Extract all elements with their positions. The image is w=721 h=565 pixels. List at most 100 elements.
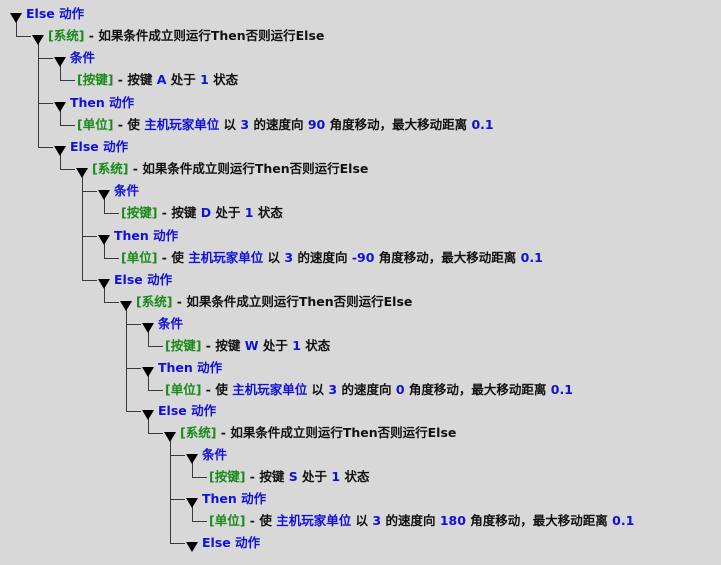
tree-node-else[interactable]: Else 动作 — [0, 534, 270, 552]
triangle-down-icon[interactable] — [76, 168, 88, 178]
triangle-down-icon[interactable] — [10, 13, 22, 23]
triangle-down-icon[interactable] — [54, 57, 66, 67]
key-param[interactable]: D — [200, 205, 212, 220]
tree-node-conditions[interactable]: 条件 — [0, 182, 160, 200]
tree-node-system-action[interactable]: [系统] - 如果条件成立则运行Then否则运行Else — [0, 424, 500, 442]
unit-param[interactable]: 主机玩家单位 — [188, 250, 264, 265]
state-param[interactable]: 1 — [331, 469, 341, 484]
node-label: Then 动作 — [114, 228, 179, 243]
category-tag: [系统] — [48, 28, 85, 43]
triangle-down-icon[interactable] — [186, 542, 198, 552]
key-param[interactable]: W — [244, 338, 259, 353]
tree-node-else[interactable]: Else 动作 — [0, 402, 230, 420]
triangle-down-icon[interactable] — [120, 301, 132, 311]
tree-line — [82, 280, 97, 281]
node-label: 条件 — [158, 316, 184, 331]
tree-node-unit-action[interactable]: [单位] - 使 主机玩家单位 以 3 的速度向 180 角度移动，最大移动距离… — [0, 512, 640, 530]
triangle-down-icon[interactable] — [142, 367, 154, 377]
speed-param[interactable]: 3 — [284, 250, 294, 265]
tree-node-system-action[interactable]: [系统] - 如果条件成立则运行Then否则运行Else — [0, 160, 420, 178]
text-segment: 的速度向 — [293, 250, 352, 265]
text-segment: 角度移动，最大移动距离 — [404, 382, 551, 397]
angle-param[interactable]: 0 — [395, 382, 405, 397]
text-segment: - 按键 — [157, 205, 201, 220]
category-tag: [按键] — [77, 72, 114, 87]
text-segment: 状态 — [340, 469, 370, 484]
tree-node-conditions[interactable]: 条件 — [0, 446, 240, 464]
distance-param[interactable]: 0.1 — [550, 382, 573, 397]
speed-param[interactable]: 3 — [240, 117, 250, 132]
state-param[interactable]: 1 — [200, 72, 209, 87]
triangle-down-icon[interactable] — [54, 102, 66, 112]
tree-node-unit-action[interactable]: [单位] - 使 主机玩家单位 以 3 的速度向 90 角度移动，最大移动距离 … — [0, 116, 494, 134]
tree-node-else[interactable]: Else 动作 — [0, 5, 110, 23]
tree-line — [126, 309, 127, 411]
triangle-down-icon[interactable] — [186, 498, 198, 508]
text-segment: 状态 — [208, 72, 239, 87]
action-text: - 如果条件成立则运行Then否则运行Else — [84, 28, 325, 43]
speed-param[interactable]: 3 — [372, 513, 382, 528]
distance-param[interactable]: 0.1 — [612, 513, 635, 528]
triangle-down-icon[interactable] — [164, 432, 176, 442]
tree-node-else[interactable]: Else 动作 — [0, 138, 150, 156]
tree-line — [60, 110, 61, 125]
triangle-down-icon[interactable] — [98, 190, 110, 200]
tree-node-then[interactable]: Then 动作 — [0, 359, 230, 377]
tree-node-then[interactable]: Then 动作 — [0, 94, 150, 112]
tree-line — [60, 169, 75, 170]
angle-param[interactable]: 180 — [439, 513, 466, 528]
distance-param[interactable]: 0.1 — [471, 117, 494, 132]
unit-param[interactable]: 主机玩家单位 — [144, 117, 220, 132]
tree-node-conditions[interactable]: 条件 — [0, 315, 200, 333]
text-segment: 以 — [219, 117, 241, 132]
node-label: 条件 — [70, 50, 96, 65]
text-segment: - 按键 — [201, 338, 245, 353]
triangle-down-icon[interactable] — [54, 146, 66, 156]
triangle-down-icon[interactable] — [186, 454, 198, 464]
triangle-down-icon[interactable] — [98, 235, 110, 245]
triangle-down-icon[interactable] — [98, 279, 110, 289]
triangle-down-icon[interactable] — [32, 35, 44, 45]
state-param[interactable]: 1 — [244, 205, 254, 220]
action-text: - 如果条件成立则运行Then否则运行Else — [128, 161, 369, 176]
tree-line — [82, 236, 97, 237]
tree-node-unit-action[interactable]: [单位] - 使 主机玩家单位 以 3 的速度向 0 角度移动，最大移动距离 0… — [0, 381, 573, 399]
tree-node-else[interactable]: Else 动作 — [0, 271, 190, 289]
node-text: [按键] - 按键 W 处于 1 状态 — [165, 337, 330, 355]
state-param[interactable]: 1 — [292, 338, 301, 353]
tree-line — [60, 80, 75, 81]
node-label: Else 动作 — [114, 272, 173, 287]
node-label: Else 动作 — [26, 6, 85, 21]
text-segment: - 使 — [245, 513, 277, 528]
tree-node-key-condition[interactable]: [按键] - 按键 D 处于 1 状态 — [0, 204, 300, 222]
tree-node-key-condition[interactable]: [按键] - 按键 W 处于 1 状态 — [0, 337, 340, 355]
text-segment: - 使 — [113, 117, 145, 132]
triangle-down-icon[interactable] — [142, 410, 154, 420]
text-segment: 状态 — [253, 205, 283, 220]
tree-node-system-action[interactable]: [系统] - 如果条件成立则运行Then否则运行Else — [0, 293, 460, 311]
angle-param[interactable]: 90 — [307, 117, 326, 132]
speed-param[interactable]: 3 — [328, 382, 338, 397]
key-param[interactable]: A — [156, 72, 167, 87]
node-label: Then 动作 — [202, 491, 267, 506]
tree-node-then[interactable]: Then 动作 — [0, 490, 270, 508]
unit-param[interactable]: 主机玩家单位 — [276, 513, 352, 528]
angle-param[interactable]: -90 — [351, 250, 375, 265]
tree-node-unit-action[interactable]: [单位] - 使 主机玩家单位 以 3 的速度向 -90 角度移动，最大移动距离… — [0, 249, 543, 267]
tree-line — [104, 198, 105, 213]
key-param[interactable]: S — [288, 469, 298, 484]
tree-node-key-condition[interactable]: [按键] - 按键 S 处于 1 状态 — [0, 468, 380, 486]
tree-node-key-condition[interactable]: [按键] - 按键 A 处于 1 状态 — [0, 71, 260, 89]
tree-line — [148, 433, 163, 434]
tree-line — [60, 154, 61, 169]
tree-node-conditions[interactable]: 条件 — [0, 49, 110, 67]
node-text: [系统] - 如果条件成立则运行Then否则运行Else — [180, 424, 456, 442]
category-tag: [单位] — [121, 250, 158, 265]
distance-param[interactable]: 0.1 — [520, 250, 543, 265]
tree-node-system-action[interactable]: [系统] - 如果条件成立则运行Then否则运行Else — [0, 27, 380, 45]
unit-param[interactable]: 主机玩家单位 — [232, 382, 308, 397]
tree-node-then[interactable]: Then 动作 — [0, 227, 190, 245]
triangle-down-icon[interactable] — [142, 323, 154, 333]
text-segment: 的速度向 — [337, 382, 396, 397]
